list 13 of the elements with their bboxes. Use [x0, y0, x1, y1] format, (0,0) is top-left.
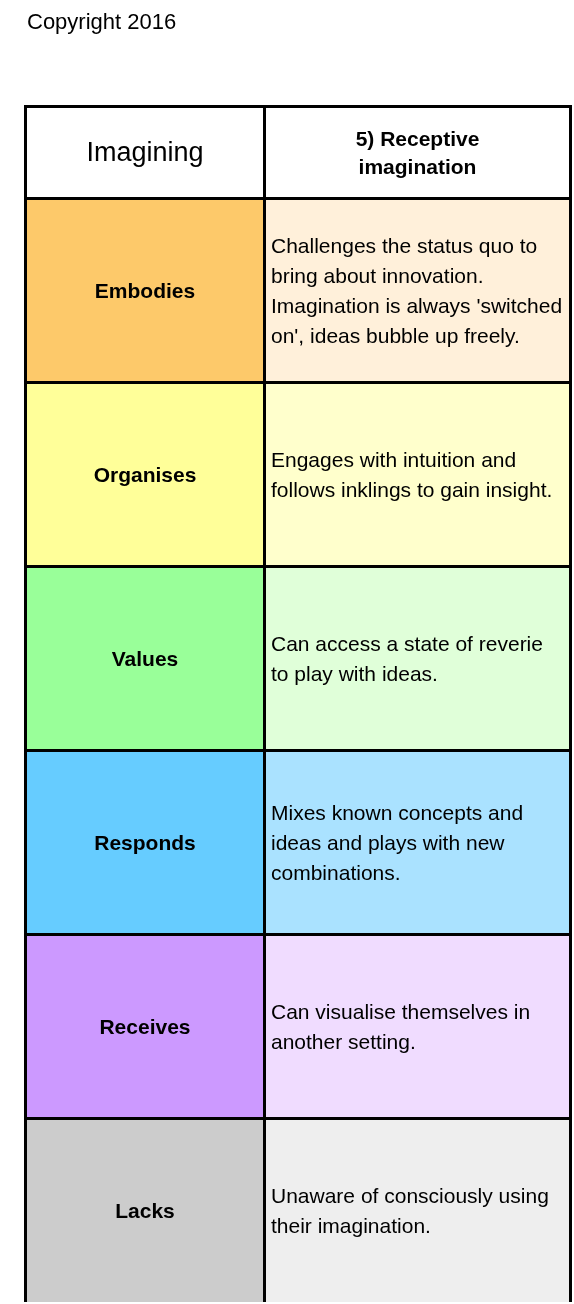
row-label-cell: Lacks [27, 1117, 266, 1302]
row-label-cell: Embodies [27, 197, 266, 381]
row-label-cell: Receives [27, 933, 266, 1117]
description-cell: Engages with intuition and follows inklings to gain insight. [266, 381, 569, 565]
description-cell: Unaware of consciously using their imagination. [266, 1117, 569, 1302]
description-cell: Mixes known concepts and ideas and plays with new combinations. [266, 749, 569, 933]
description-cell: Challenges the status quo to bring about innovation. Imagination is always 'switched on', ideas bubble up freely. [266, 197, 569, 381]
description-cell: Can visualise themselves in another setting. [266, 933, 569, 1117]
row-label-cell: Organises [27, 381, 266, 565]
row-label-cell: Responds [27, 749, 266, 933]
row-label-cell: Values [27, 565, 266, 749]
copyright-text: Copyright 2016 [27, 9, 177, 35]
description-cell: Can access a state of reverie to play with ideas. [266, 565, 569, 749]
